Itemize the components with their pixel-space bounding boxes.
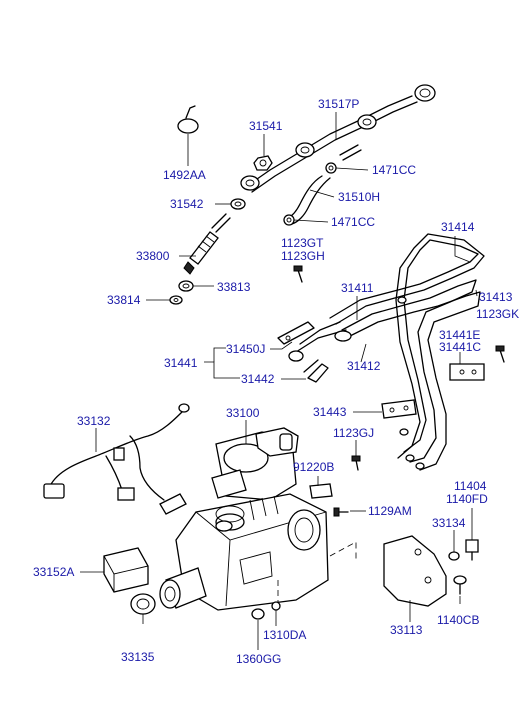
part-label-1471cc-top[interactable]: 1471CC	[372, 163, 417, 177]
part-label-33800[interactable]: 33800	[136, 249, 170, 263]
part-label-31443[interactable]: 31443	[313, 405, 347, 419]
part-label-31414[interactable]: 31414	[441, 220, 475, 234]
washer-1310da	[251, 601, 281, 620]
washer-31542	[230, 198, 246, 210]
leader-lines	[80, 112, 478, 650]
part-label-33813[interactable]: 33813	[217, 280, 251, 294]
part-label-1123gk[interactable]: 1123GK	[476, 307, 520, 321]
harness-33132	[43, 403, 190, 515]
glow-plug-33800	[183, 213, 231, 275]
part-label-1471cc-bottom[interactable]: 1471CC	[331, 215, 376, 229]
bracket-91220b	[309, 483, 333, 499]
part-label-1123gh[interactable]: 1123GH	[281, 249, 325, 263]
part-label-31412[interactable]: 31412	[347, 359, 381, 373]
bolt-1129am	[333, 507, 349, 517]
part-label-1123gt[interactable]: 1123GT	[281, 236, 324, 250]
return-pipe-31517p	[240, 84, 436, 193]
bracket-31443	[381, 399, 417, 419]
part-label-1129am[interactable]: 1129AM	[368, 504, 412, 518]
part-label-31517p[interactable]: 31517P	[318, 97, 360, 111]
nut-31541	[253, 155, 273, 171]
part-label-31450j[interactable]: 31450J	[226, 342, 266, 356]
bolt-1123gt	[293, 265, 303, 283]
part-label-33134[interactable]: 33134	[432, 516, 466, 530]
grommet-33135	[130, 593, 156, 615]
part-label-1140cb[interactable]: 1140CB	[437, 613, 480, 627]
bracket-33113	[383, 535, 447, 607]
bracket-31441e	[449, 363, 485, 381]
part-label-91220b[interactable]: 91220B	[293, 460, 335, 474]
part-label-33132[interactable]: 33132	[77, 414, 111, 428]
bolt-1123gk	[495, 345, 505, 363]
part-label-1310da[interactable]: 1310DA	[263, 628, 307, 642]
part-label-1123gj[interactable]: 1123GJ	[333, 426, 375, 440]
hose-31510h	[287, 175, 331, 225]
clamp-31442	[303, 359, 329, 383]
part-label-33814[interactable]: 33814	[107, 293, 141, 307]
part-label-31413[interactable]: 31413	[479, 290, 513, 304]
part-label-31510h[interactable]: 31510H	[338, 190, 381, 204]
block-33152a	[103, 547, 149, 593]
bolt-1123gj	[351, 455, 361, 471]
part-label-31542[interactable]: 31542	[170, 197, 204, 211]
clamp-1471cc-bottom	[283, 214, 295, 226]
washer-33814	[169, 295, 183, 305]
washer-33813	[178, 280, 194, 292]
part-label-1140fd[interactable]: 1140FD	[446, 492, 488, 506]
part-label-31442[interactable]: 31442	[241, 372, 275, 386]
part-label-33113[interactable]: 33113	[390, 623, 423, 637]
clamp-1471cc-top	[325, 162, 337, 174]
part-label-31441e[interactable]: 31441E	[439, 328, 481, 342]
injection-pump-33100	[159, 427, 329, 611]
part-label-33152a[interactable]: 33152A	[33, 565, 75, 579]
clamp-31450j	[277, 321, 315, 345]
clamp-1492aa	[177, 105, 199, 134]
part-label-31411[interactable]: 31411	[341, 281, 374, 295]
part-label-33100[interactable]: 33100	[226, 406, 260, 420]
injection-pipes	[288, 233, 485, 471]
part-label-1492aa[interactable]: 1492AA	[163, 168, 206, 182]
part-label-11404[interactable]: 11404	[454, 479, 487, 493]
part-label-33135[interactable]: 33135	[121, 650, 155, 664]
part-label-1360gg[interactable]: 1360GG	[236, 652, 282, 666]
bolt-1140cb	[453, 575, 467, 595]
part-label-31441c[interactable]: 31441C	[439, 340, 482, 354]
washer-33134	[448, 551, 460, 561]
bolt-1140fd	[465, 539, 479, 561]
part-label-31541[interactable]: 31541	[249, 119, 283, 133]
part-label-31441[interactable]: 31441	[164, 356, 198, 370]
